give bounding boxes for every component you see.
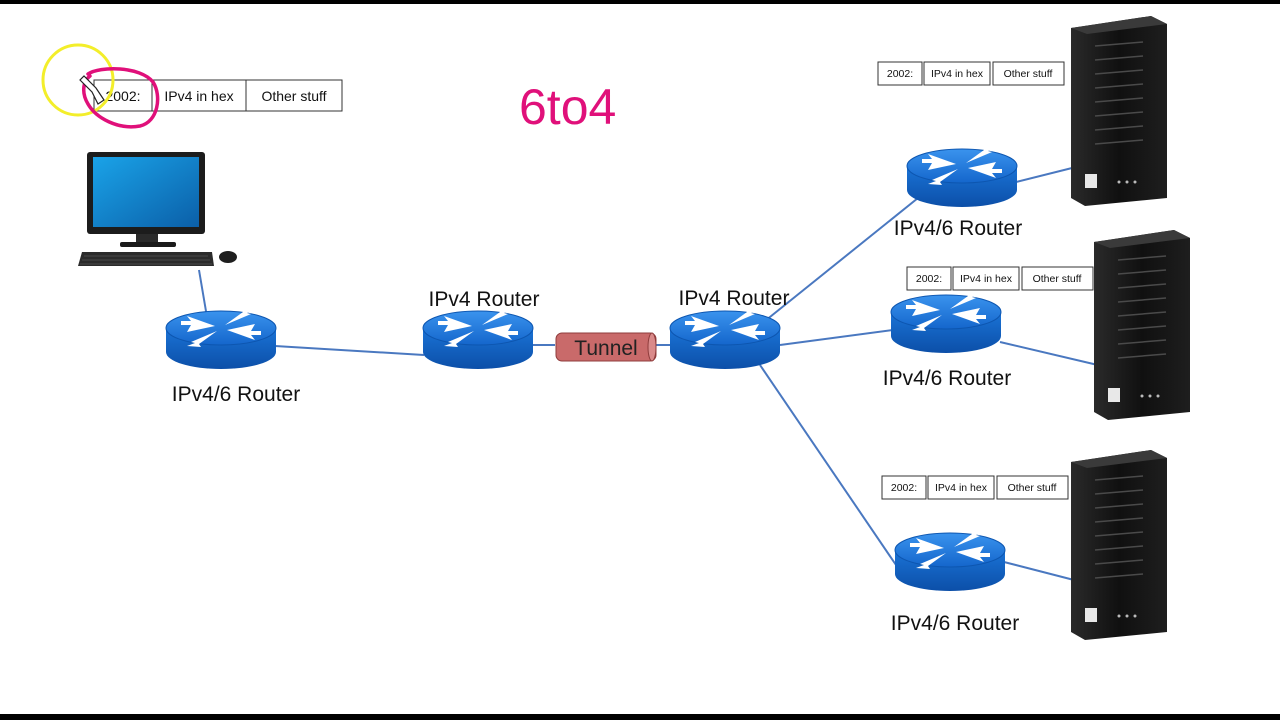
address-other-text: Other stuff <box>1004 68 1053 80</box>
server-tower-icon-top <box>1070 15 1168 207</box>
bottom-letterbox-bar <box>0 714 1280 720</box>
address-other-text: Other stuff <box>1033 273 1082 285</box>
cursor-highlight-circle <box>41 43 115 117</box>
server-tower-icon-bottom <box>1070 449 1168 641</box>
link-rightmid-server <box>999 341 1103 367</box>
address-format-box-mid: 2002: IPv4 in hex Other stuff <box>906 266 1094 291</box>
router-icon-middle <box>422 308 534 370</box>
address-ipv4hex-text: IPv4 in hex <box>931 68 984 80</box>
address-format-box-bottom: 2002: IPv4 in hex Other stuff <box>881 475 1069 500</box>
address-prefix-text: 2002: <box>891 482 917 494</box>
router-label-left: IPv4/6 Router <box>172 383 300 406</box>
pen-cursor-icon[interactable] <box>79 75 105 105</box>
address-prefix-text: 2002: <box>916 273 942 285</box>
address-ipv4hex-text: IPv4 in hex <box>960 273 1013 285</box>
server-tower-icon-mid <box>1093 229 1191 421</box>
link-center-rightbottom <box>759 364 897 566</box>
router-icon-right-top <box>906 146 1018 208</box>
router-icon-right-bottom <box>894 530 1006 592</box>
router-label-right-bottom: IPv4/6 Router <box>891 612 1019 635</box>
link-center-righttop <box>759 197 919 326</box>
router-label-middle: IPv4 Router <box>429 288 540 311</box>
top-letterbox-bar <box>0 0 1280 4</box>
address-format-box-main: 2002: IPv4 in hex Other stuff <box>93 79 343 112</box>
address-format-box-top: 2002: IPv4 in hex Other stuff <box>877 61 1065 86</box>
router-icon-right-mid <box>890 292 1002 354</box>
router-label-right-mid: IPv4/6 Router <box>883 367 1011 390</box>
router-icon-center <box>669 308 781 370</box>
pen-annotations: 6to4 <box>41 43 616 135</box>
tunnel: Tunnel <box>555 332 657 362</box>
pink-circle-annotation <box>82 67 160 129</box>
link-left-middle <box>274 345 425 356</box>
address-ipv4hex-text: IPv4 in hex <box>164 88 233 104</box>
address-prefix-text: 2002: <box>887 68 913 80</box>
address-other-text: Other stuff <box>261 88 326 104</box>
router-label-center: IPv4 Router <box>679 287 790 310</box>
address-other-text: Other stuff <box>1008 482 1057 494</box>
desktop-computer-icon <box>78 152 237 266</box>
handwritten-title: 6to4 <box>519 79 616 135</box>
router-icon-left <box>165 308 277 370</box>
address-ipv4hex-text: IPv4 in hex <box>935 482 988 494</box>
tunnel-label: Tunnel <box>574 337 637 360</box>
address-prefix-text: 2002: <box>105 88 140 104</box>
router-label-right-top: IPv4/6 Router <box>894 217 1022 240</box>
link-rightbottom-server <box>1003 561 1075 581</box>
link-center-rightmid <box>779 329 894 346</box>
